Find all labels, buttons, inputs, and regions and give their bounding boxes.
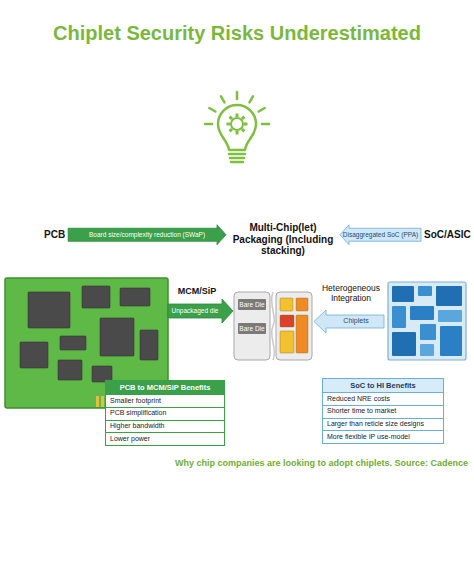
gear-tooth [236, 114, 239, 118]
pcb-chip [60, 336, 86, 350]
pcb-chip [20, 342, 48, 368]
package-panel [234, 292, 270, 360]
title: Chiplet Security Risks Underestimated [0, 22, 474, 45]
table-header: SoC to HI Benefits [323, 379, 443, 392]
caption: Why chip companies are looking to adopt … [175, 458, 468, 468]
benefit-text: Reduced NRE costs [327, 395, 439, 404]
chiplet-block [280, 315, 294, 327]
block-arrow [68, 225, 226, 245]
chiplets-arrow [314, 310, 384, 333]
package-illustration [234, 292, 312, 360]
soc-block [440, 326, 462, 356]
soc-block [436, 286, 462, 306]
chiplet-block [296, 298, 308, 311]
soc-block [420, 324, 436, 340]
benefit-row: Shorter time to market [323, 405, 443, 418]
pcb-heading: PCB [44, 229, 65, 241]
soc-block [438, 310, 462, 322]
arrow-label: Board size/complexity reduction (SWaP) [89, 231, 205, 238]
chiplet-block [280, 298, 293, 311]
node-text: PCB [44, 229, 65, 241]
benefit-text: Shorter time to market [327, 407, 439, 416]
gear-tooth [242, 129, 244, 131]
bulb-ray [262, 123, 269, 126]
gold-finger [101, 396, 104, 407]
table-header: PCB to MCM/SiP Benefits [106, 381, 224, 394]
integration-label: Heterogeneous Integration [316, 284, 386, 304]
soc-chip [388, 282, 466, 360]
bulb-base-line [230, 157, 244, 160]
gear-tooth [244, 123, 248, 126]
bulb-ray [259, 108, 265, 112]
gear-hub [231, 118, 243, 130]
pcb-chip [140, 330, 158, 360]
packaging-heading: Multi-Chip(let) Packaging (Including sta… [229, 222, 337, 257]
arrow-label: Unpackaged die [172, 307, 219, 314]
pcb-chip [82, 286, 110, 308]
bulb-ray [209, 108, 215, 112]
benefit-row: Smaller footprint [106, 394, 224, 407]
node-text: Bare Die [239, 301, 265, 308]
bulb-ray [250, 96, 254, 102]
soc-block [392, 286, 414, 302]
bulb-base-line [229, 153, 245, 156]
benefits-table: SoC to HI BenefitsReduced NRE costsShort… [322, 378, 444, 444]
pcb-chip [58, 360, 82, 380]
benefit-text: Higher bandwidth [110, 422, 220, 431]
chiplet-block [280, 331, 294, 353]
soc-block [392, 332, 416, 356]
gear-tooth [242, 117, 244, 119]
pcb-chip [100, 318, 134, 356]
node-text: Multi-Chip(let) Packaging (Including sta… [229, 222, 337, 257]
gear-tooth [230, 117, 232, 119]
bulb-base-line [231, 161, 243, 164]
soc-die [388, 282, 466, 360]
benefit-row: Larger than reticle size designs [323, 418, 443, 431]
node-text: SoC/ASIC [424, 229, 471, 241]
node-text: Bare Die [239, 325, 265, 332]
package-panel [276, 292, 312, 360]
arrow-label: Chiplets [343, 317, 368, 325]
soc-block [410, 306, 434, 320]
block-arrow [340, 225, 421, 245]
gear-tooth [227, 123, 231, 126]
gear-tooth [236, 131, 239, 135]
bulb-ray [221, 96, 225, 102]
benefit-row: Reduced NRE costs [323, 392, 443, 405]
lightbulb-icon [205, 92, 269, 162]
gear-tooth [230, 129, 232, 131]
chiplet-block [296, 315, 308, 353]
benefit-text: Smaller footprint [110, 397, 220, 406]
gold-finger [96, 396, 99, 407]
pcb-chip [28, 292, 70, 328]
soc-block [420, 344, 434, 356]
benefits-table: PCB to MCM/SiP BenefitsSmaller footprint… [105, 380, 225, 446]
mcm-arrow [168, 299, 233, 323]
bulb-outline [218, 105, 256, 150]
benefit-text: More flexible IP use-model [327, 433, 439, 442]
benefit-row: Lower power [106, 432, 224, 445]
benefit-text: Larger than reticle size designs [327, 420, 439, 429]
bare-die: Bare Die [238, 323, 266, 334]
soc-heading: SoC/ASIC [424, 229, 471, 241]
package-divider [272, 292, 275, 360]
pcb-chip [120, 288, 150, 306]
benefit-text: PCB simplification [110, 409, 220, 418]
benefit-row: Higher bandwidth [106, 420, 224, 433]
soc-block [392, 306, 406, 328]
bare-die: Bare Die [238, 299, 266, 310]
benefit-row: PCB simplification [106, 407, 224, 420]
benefit-row: More flexible IP use-model [323, 430, 443, 443]
benefit-text: Lower power [110, 435, 220, 444]
packaging-label: MCM/SiP [178, 286, 217, 296]
soc-block [418, 286, 432, 296]
arrow-label: Disaggregated SoC (PPA) [343, 231, 418, 238]
bulb-ray [205, 123, 212, 126]
bulb-ray [236, 92, 239, 99]
